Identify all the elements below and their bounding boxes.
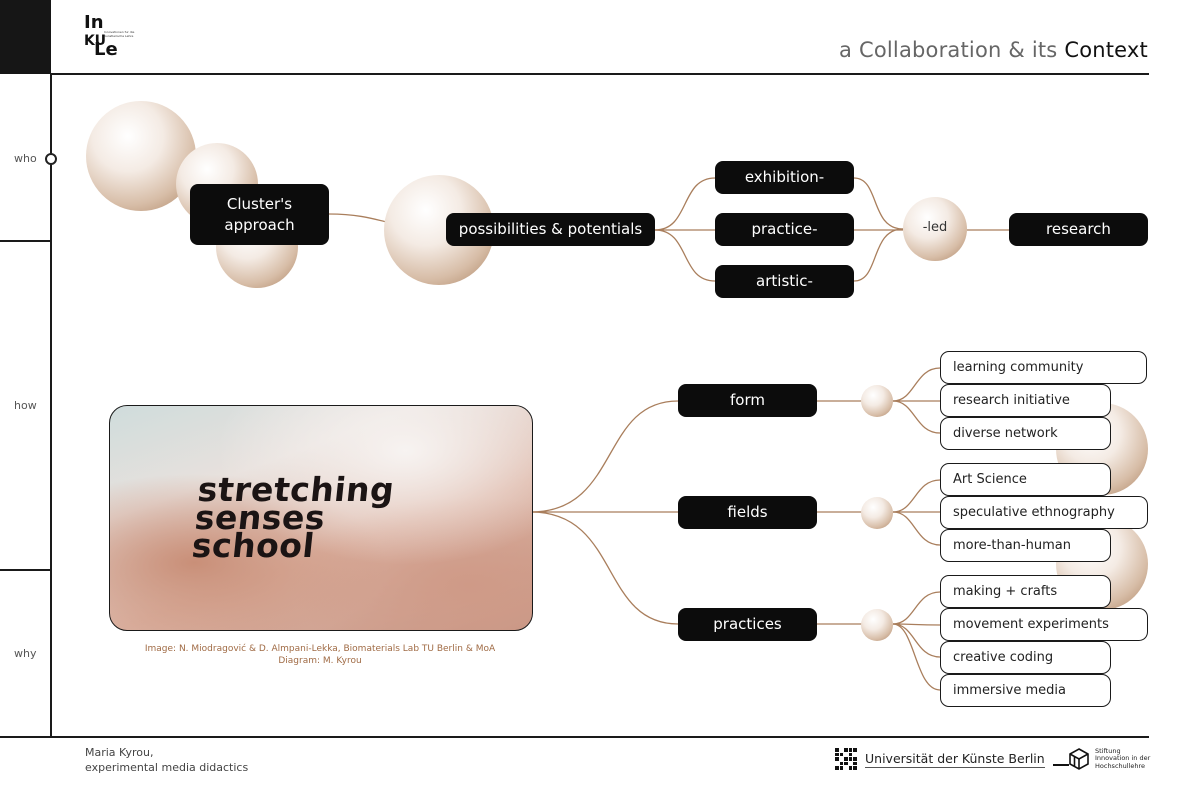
header-divider <box>50 73 1149 75</box>
branch-node: artistic- <box>715 265 854 298</box>
node-sphere <box>861 497 893 529</box>
practice-item: immersive media <box>940 674 1111 707</box>
stiftung-logo: Stiftung Innovation in der Hochschullehr… <box>1068 747 1150 771</box>
image-credit: Image: N. Miodragović & D. Almpani-Lekka… <box>144 644 496 654</box>
side-label-how: how <box>14 399 37 412</box>
form-item: diverse network <box>940 417 1111 450</box>
side-label-who: who <box>14 152 37 165</box>
inkule-logo: In KU Le Innovationen fur die Kunstleris… <box>84 12 135 60</box>
branch-node: practice- <box>715 213 854 246</box>
sidebar-divider <box>50 74 52 736</box>
header-dark-block <box>0 0 51 74</box>
side-label-why: why <box>14 647 37 660</box>
possibilities-node: possibilities & potentials <box>446 213 655 246</box>
practice-item: making + crafts <box>940 575 1111 608</box>
node-sphere <box>861 609 893 641</box>
category-node: practices <box>678 608 817 641</box>
node-sphere <box>861 385 893 417</box>
led-sphere <box>903 197 967 261</box>
footer-divider <box>0 736 1149 738</box>
category-node: fields <box>678 496 817 529</box>
led-label: -led <box>922 220 948 235</box>
practice-item: creative coding <box>940 641 1111 674</box>
udk-berlin-logo: Universität der Künste Berlin <box>835 748 1069 770</box>
cube-icon <box>1069 748 1089 770</box>
category-node: form <box>678 384 817 417</box>
stretching-senses-school-image: stretching senses school <box>109 405 533 631</box>
who-marker-icon <box>45 153 57 165</box>
research-node: research <box>1009 213 1148 246</box>
page-title: a Collaboration & its Context <box>839 38 1148 62</box>
section-separator <box>0 569 50 571</box>
branch-node: exhibition- <box>715 161 854 194</box>
diagram-credit: Diagram: M. Kyrou <box>278 656 362 666</box>
author-credit: Maria Kyrou, experimental media didactic… <box>85 746 249 774</box>
image-lettering: stretching senses school <box>190 470 397 565</box>
field-item: more-than-human <box>940 529 1111 562</box>
section-separator <box>0 240 50 242</box>
field-item: Art Science <box>940 463 1111 496</box>
approach-node: Cluster's approach <box>190 184 329 245</box>
practice-item: movement experiments <box>940 608 1148 641</box>
field-item: speculative ethnography <box>940 496 1148 529</box>
udk-grid-icon <box>835 748 857 770</box>
form-item: research initiative <box>940 384 1111 417</box>
form-item: learning community <box>940 351 1147 384</box>
